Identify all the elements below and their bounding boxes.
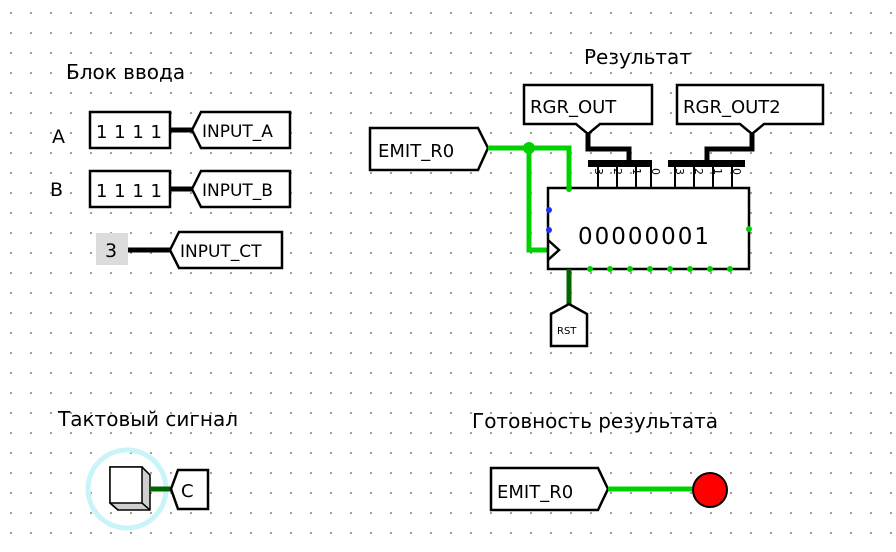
bit-label: 0: [730, 168, 743, 175]
result-ready-title: Готовность результата: [472, 409, 718, 433]
input-a-label: A: [52, 126, 65, 148]
register-pin: [667, 266, 673, 272]
tunnel-input-ct[interactable]: INPUT_CT: [168, 230, 284, 270]
tunnel-input-a-label: INPUT_A: [202, 122, 273, 142]
result-title: Результат: [584, 45, 691, 69]
tunnel-rgr-out-label: RGR_OUT: [530, 97, 617, 118]
clock-signal-title: Тактовый сигнал: [57, 407, 238, 431]
tunnel-emit-r0-label: EMIT_R0: [378, 141, 454, 162]
register-pin: [607, 266, 613, 272]
register-pin: [627, 266, 633, 272]
input-b-label: B: [50, 179, 63, 201]
register-pin: [707, 266, 713, 272]
tunnel-input-b[interactable]: INPUT_B: [190, 169, 292, 209]
bit-label: 2: [692, 168, 705, 175]
bit-label: 3: [673, 168, 686, 175]
bit-label: 3: [592, 168, 605, 175]
tunnel-input-b-label: INPUT_B: [202, 181, 273, 201]
input-block-title: Блок ввода: [66, 60, 185, 84]
tunnel-input-a[interactable]: INPUT_A: [190, 110, 292, 150]
emit-wires: [488, 142, 572, 253]
bit-label: 1: [630, 168, 643, 175]
input-pin-b[interactable]: 1111: [88, 169, 172, 209]
tunnel-emit-r0[interactable]: EMIT_R0: [368, 126, 490, 172]
tunnel-rst-label: RST: [557, 326, 577, 337]
register-pin: [546, 207, 552, 213]
tunnel-clock-label: C: [181, 481, 194, 502]
register-value: 00000001: [578, 224, 711, 250]
register-pin: [647, 266, 653, 272]
tunnel-clock-c[interactable]: C: [169, 468, 210, 511]
tunnel-ready-label: EMIT_R0: [497, 482, 573, 503]
register-pin: [746, 226, 752, 232]
shift-register[interactable]: 00000001: [546, 186, 752, 272]
register-pin: [727, 266, 733, 272]
register-pin: [587, 266, 593, 272]
splitter-bit-labels: 3 2 1 0 3 2 1 0: [592, 168, 743, 175]
input-pin-a[interactable]: 1111: [88, 110, 172, 150]
clock-button[interactable]: [109, 466, 151, 511]
tunnel-rgr-out[interactable]: RGR_OUT: [522, 83, 654, 136]
tunnel-rgr-out2-label: RGR_OUT2: [683, 97, 781, 118]
bit-label: 0: [649, 168, 662, 175]
constant-value: 3: [105, 240, 117, 262]
clock-input-triangle: [547, 239, 561, 261]
constant-3[interactable]: 3: [96, 233, 128, 265]
tunnel-rst[interactable]: RST: [549, 302, 589, 348]
register-pin: [546, 227, 552, 233]
output-splitter-buses: [585, 134, 755, 188]
tunnel-ready-emit[interactable]: EMIT_R0: [489, 466, 610, 512]
tunnel-rgr-out2[interactable]: RGR_OUT2: [675, 83, 825, 136]
register-pin: [566, 186, 572, 192]
register-pin: [687, 266, 693, 272]
bit-label: 2: [611, 168, 624, 175]
bit-label: 1: [711, 168, 724, 175]
ready-led-indicator: [692, 472, 728, 508]
tunnel-input-ct-label: INPUT_CT: [180, 242, 262, 262]
